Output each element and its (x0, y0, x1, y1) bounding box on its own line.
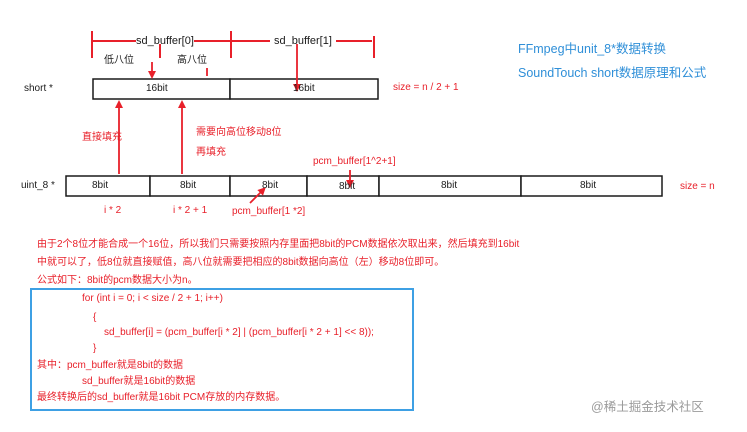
title-line-2: SoundTouch short数据原理和公式 (518, 66, 707, 80)
explanation-line-2: 中就可以了，低8位就直接赋值，高八位就需要把相应的8bit数据向高位（左）移动8… (37, 257, 445, 268)
short-cell-1 (229, 78, 379, 100)
code-line-for: for (int i = 0; i < size / 2 + 1; i++) (82, 293, 223, 304)
short-cell-1-label: 16bit (293, 83, 315, 94)
code-line-open-brace: { (93, 312, 97, 323)
note-pcm-buffer: 其中：pcm_buffer就是8bit的数据 (37, 360, 183, 371)
label-direct-fill: 直接填充 (82, 132, 122, 143)
label-pcm-i2p1: pcm_buffer[1^2+1] (313, 156, 396, 167)
watermark: @稀土掘金技术社区 (591, 400, 704, 414)
label-sd-buffer-0: sd_buffer[0] (136, 35, 194, 47)
uint8-cell-0-label: 8bit (92, 180, 109, 191)
short-size-label: size = n / 2 + 1 (393, 82, 459, 93)
row-label-short: short * (24, 83, 53, 94)
code-box (30, 288, 414, 411)
code-line-assign: sd_buffer[i] = (pcm_buffer[i * 2] | (pcm… (104, 327, 374, 338)
explanation-line-1: 由于2个8位才能合成一个16位，所以我们只需要按照内存里面把8bit的PCM数据… (37, 239, 520, 250)
uint8-cell-5 (520, 175, 663, 197)
row-label-uint8: uint_8 * (21, 180, 55, 191)
label-high-byte: 高八位 (177, 55, 207, 66)
label-shift-fill-1: 需要向高位移动8位 (196, 127, 282, 138)
label-index-i2: i * 2 (104, 205, 122, 216)
label-shift-fill-2: 再填充 (196, 147, 226, 158)
label-low-byte: 低八位 (104, 55, 134, 66)
uint8-cell-4-label: 8bit (441, 180, 458, 191)
note-final: 最终转换后的sd_buffer就是16bit PCM存放的内存数据。 (37, 392, 286, 403)
uint8-size-label: size = n (680, 181, 715, 192)
uint8-cell-5-label: 8bit (580, 180, 597, 191)
code-line-close-brace: } (93, 343, 97, 354)
explanation-line-3: 公式如下：8bit的pcm数据大小为n。 (37, 275, 198, 286)
title-line-1: FFmpeg中unit_8*数据转换 (518, 42, 666, 56)
note-sd-buffer: sd_buffer就是16bit的数据 (82, 376, 196, 387)
label-sd-buffer-1: sd_buffer[1] (274, 35, 332, 47)
arrow-pcm-1x2 (249, 187, 266, 204)
label-index-i2p1: i * 2 + 1 (173, 205, 208, 216)
label-pcm-1x2: pcm_buffer[1 *2] (232, 206, 306, 217)
uint8-cell-1-label: 8bit (180, 180, 197, 191)
uint8-cell-2-label: 8bit (262, 180, 279, 191)
short-cell-0-label: 16bit (146, 83, 168, 94)
uint8-cell-3-label: 8bit (339, 181, 356, 192)
